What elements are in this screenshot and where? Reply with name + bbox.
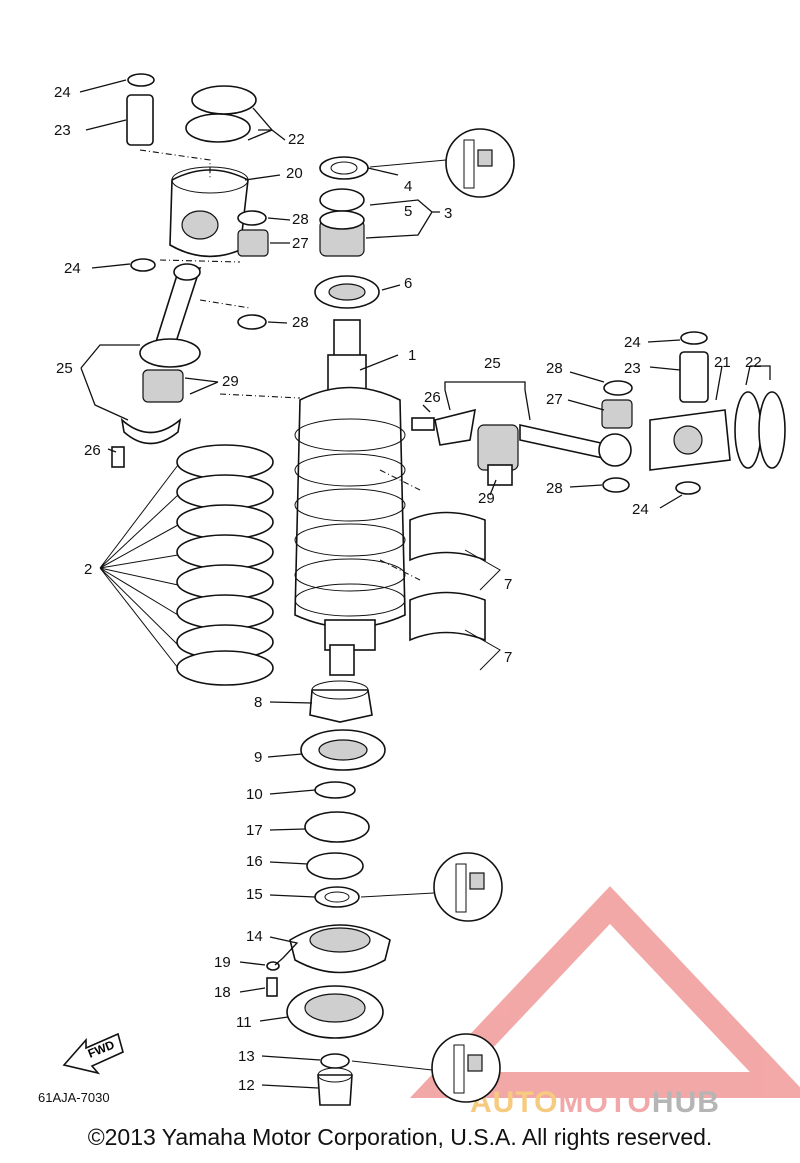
automotohub-logo: AUTOMOTOHUB bbox=[409, 886, 800, 1119]
callout-24c: 24 bbox=[624, 334, 641, 351]
callout-23a: 23 bbox=[54, 122, 71, 139]
upper-bearing-stack bbox=[314, 156, 380, 309]
callout-7a: 7 bbox=[504, 576, 512, 593]
callout-1: 1 bbox=[408, 347, 416, 364]
callout-25a: 25 bbox=[56, 360, 73, 377]
callout-26a: 26 bbox=[84, 442, 101, 459]
logo-part-hub: HUB bbox=[652, 1086, 720, 1119]
callout-7b: 7 bbox=[504, 649, 512, 666]
callout-18: 18 bbox=[214, 984, 231, 1001]
callout-22a: 22 bbox=[288, 131, 305, 148]
callout-15: 15 bbox=[246, 886, 263, 903]
diagram-code: 61AJA-7030 bbox=[38, 1090, 110, 1105]
crankshaft bbox=[294, 319, 406, 676]
callout-9: 9 bbox=[254, 749, 262, 766]
callout-20: 20 bbox=[286, 165, 303, 182]
callout-11: 11 bbox=[236, 1014, 252, 1031]
piston-ring-stack bbox=[99, 444, 274, 686]
callout-17: 17 bbox=[246, 822, 263, 839]
callout-28a: 28 bbox=[292, 211, 309, 228]
callout-26b: 26 bbox=[424, 389, 441, 406]
main-bearing-halves bbox=[409, 511, 501, 671]
callout-29b: 29 bbox=[478, 490, 495, 507]
lower-parts-stack bbox=[266, 680, 391, 1106]
callout-29a: 29 bbox=[222, 373, 239, 390]
callout-28d: 28 bbox=[546, 480, 563, 497]
callout-21: 21 bbox=[714, 354, 731, 371]
assembly-center-lines bbox=[139, 149, 421, 581]
callout-2: 2 bbox=[84, 561, 92, 578]
svg-text:AUTOMOTOHUB: AUTOMOTOHUB bbox=[470, 1086, 720, 1119]
callout-24d: 24 bbox=[632, 501, 649, 518]
copyright-footer: ©2013 Yamaha Motor Corporation, U.S.A. A… bbox=[87, 1124, 713, 1150]
callout-25b: 25 bbox=[484, 355, 501, 372]
callout-23b: 23 bbox=[624, 360, 641, 377]
callout-27b: 27 bbox=[546, 391, 563, 408]
callout-12: 12 bbox=[238, 1077, 255, 1094]
callout-14: 14 bbox=[246, 928, 263, 945]
callout-24b: 24 bbox=[64, 260, 81, 277]
upper-piston-assembly bbox=[111, 73, 269, 468]
callout-5: 5 bbox=[404, 203, 412, 220]
detail-callout-circles bbox=[351, 128, 515, 1103]
callout-24a: 24 bbox=[54, 84, 71, 101]
callout-3: 3 bbox=[444, 205, 452, 222]
forward-direction-arrow: FWD bbox=[62, 1032, 124, 1075]
right-piston-assembly bbox=[411, 331, 786, 495]
callout-8: 8 bbox=[254, 694, 262, 711]
logo-part-moto: MOTO bbox=[558, 1086, 651, 1119]
callout-numbers: 1 2 3 4 5 6 7 7 8 9 10 11 12 13 14 15 16… bbox=[54, 84, 762, 1094]
callout-28c: 28 bbox=[546, 360, 563, 377]
callout-16: 16 bbox=[246, 853, 263, 870]
callout-22b: 22 bbox=[745, 354, 762, 371]
callout-28b: 28 bbox=[292, 314, 309, 331]
callout-10: 10 bbox=[246, 786, 263, 803]
callout-leader-lines bbox=[79, 79, 771, 1089]
callout-19: 19 bbox=[214, 954, 231, 971]
callout-13: 13 bbox=[238, 1048, 255, 1065]
callout-4: 4 bbox=[404, 178, 412, 195]
callout-6: 6 bbox=[404, 275, 412, 292]
callout-27a: 27 bbox=[292, 235, 309, 252]
